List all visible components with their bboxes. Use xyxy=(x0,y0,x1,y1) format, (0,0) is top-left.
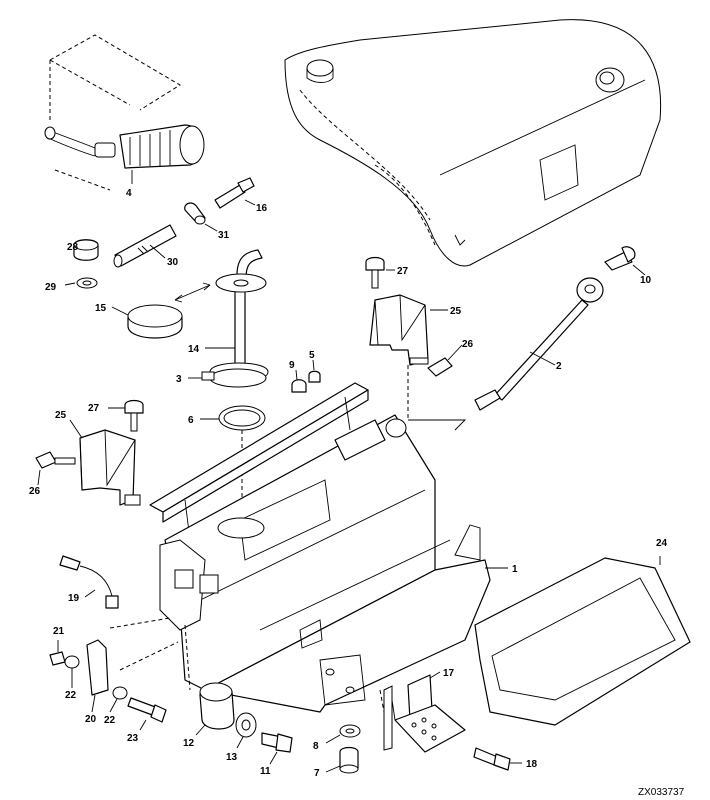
fuel-filter xyxy=(44,124,205,184)
callout-22-lower: 22 xyxy=(104,715,116,726)
part-30-hose xyxy=(113,224,177,268)
callout-12: 12 xyxy=(183,738,195,749)
part-11-bolt xyxy=(261,732,293,765)
part-16-fitting xyxy=(214,177,256,209)
part-18-bolt xyxy=(473,747,522,771)
part-8-washer xyxy=(325,724,361,744)
callout-22-upper: 22 xyxy=(65,690,77,701)
callout-25-upper: 25 xyxy=(450,306,462,317)
callout-4: 4 xyxy=(126,188,132,199)
callout-11: 11 xyxy=(260,766,271,777)
callout-30: 30 xyxy=(167,257,179,268)
callout-7: 7 xyxy=(314,768,320,779)
callout-31: 31 xyxy=(218,230,230,241)
part-27-bolt-left xyxy=(108,399,144,432)
part-3-clamp xyxy=(188,368,267,388)
part-26-bolt-left xyxy=(35,451,76,486)
part-14-pipe xyxy=(205,249,269,382)
callout-19: 19 xyxy=(68,593,80,604)
part-7-plug xyxy=(325,746,359,774)
callout-2: 2 xyxy=(556,361,562,372)
callout-29: 29 xyxy=(45,282,57,293)
part-9-plug xyxy=(291,369,307,393)
callout-18: 18 xyxy=(526,759,538,770)
part-31-clamp xyxy=(184,202,218,232)
callout-23: 23 xyxy=(127,733,139,744)
part-25-bracket-upper xyxy=(369,294,448,420)
part-17-step xyxy=(383,671,466,753)
callout-17: 17 xyxy=(443,668,455,679)
part-26-bolt-right xyxy=(409,344,463,377)
callout-27-upper: 27 xyxy=(397,266,409,277)
frame-rail xyxy=(149,382,369,541)
part-24-plate xyxy=(474,556,691,726)
callout-6: 6 xyxy=(188,415,194,426)
callout-10: 10 xyxy=(640,275,652,286)
part-6-o-ring xyxy=(200,405,266,520)
callout-8: 8 xyxy=(313,741,319,752)
callout-labels: 4 16 31 28 30 29 27 10 15 25 14 26 5 9 2… xyxy=(29,188,685,798)
callout-5: 5 xyxy=(309,350,315,361)
part-22-washer-lower xyxy=(109,686,128,713)
part-25-bracket-left xyxy=(69,419,141,506)
part-19-sensor xyxy=(59,555,119,609)
callout-25-left: 25 xyxy=(55,410,67,421)
callout-21: 21 xyxy=(53,626,65,637)
part-12-mount xyxy=(195,682,235,736)
part-23-bolt xyxy=(127,697,167,731)
hood-cover xyxy=(284,19,662,267)
part-13-washer xyxy=(235,712,257,749)
callout-27-left: 27 xyxy=(88,403,100,414)
figure-code: ZX033737 xyxy=(638,787,685,798)
callout-3: 3 xyxy=(176,374,182,385)
part-21-nut xyxy=(49,640,66,666)
callout-13: 13 xyxy=(226,752,238,763)
callout-26-left: 26 xyxy=(29,486,41,497)
part-10-bolt xyxy=(604,246,646,276)
callout-26-upper: 26 xyxy=(462,339,474,350)
callout-28: 28 xyxy=(67,242,79,253)
callout-15: 15 xyxy=(95,303,107,314)
part-29-washer xyxy=(64,277,98,289)
callout-9: 9 xyxy=(289,360,295,371)
part-28-cap xyxy=(73,239,99,261)
part-1-fuel-tank xyxy=(159,414,508,713)
part-20-bracket xyxy=(86,639,109,713)
part-2-cable xyxy=(408,277,604,431)
part-27-bolt-upper xyxy=(365,256,395,289)
callout-24: 24 xyxy=(656,538,668,549)
hood-outline-left xyxy=(49,34,181,191)
callout-14: 14 xyxy=(188,344,200,355)
callout-1: 1 xyxy=(512,564,518,575)
callout-16: 16 xyxy=(256,203,268,214)
part-22-washer-upper xyxy=(64,655,80,688)
part-15-cap xyxy=(111,282,211,339)
part-5-plug xyxy=(308,359,321,383)
callout-20: 20 xyxy=(85,714,97,725)
